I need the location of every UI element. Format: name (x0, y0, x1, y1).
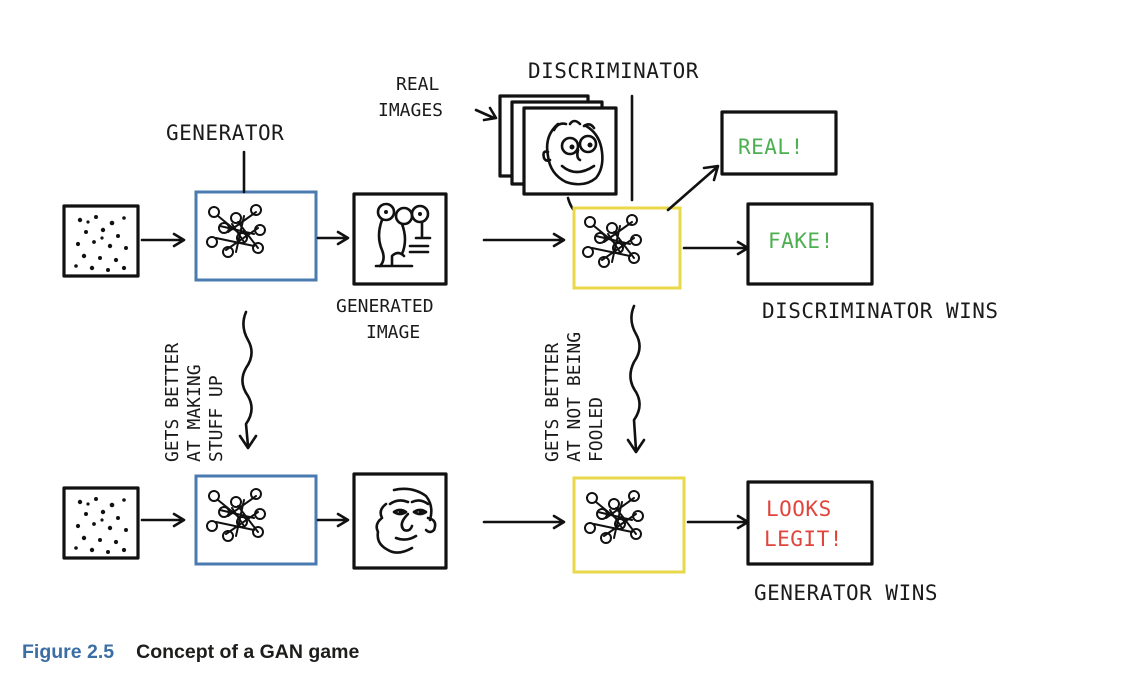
svg-text:FOOLED: FOOLED (586, 397, 607, 462)
arrow-generated-to-discriminator-top (482, 232, 566, 248)
arrow-to-real (666, 164, 720, 212)
verdict-real-text: REAL! (738, 135, 804, 159)
verdict-looks-legit-box: LOOKS LEGIT! (746, 480, 874, 566)
noise-input-top (62, 204, 140, 278)
discriminator-label: DISCRIMINATOR (528, 59, 699, 83)
figure-caption-text: Concept of a GAN game (136, 641, 360, 663)
verdict-real-box: REAL! (720, 110, 838, 176)
arrow-to-looks-legit (686, 514, 750, 530)
discriminator-improves-label: GETS BETTER AT NOT BEING FOOLED (542, 332, 607, 462)
figure-number: Figure 2.5 (22, 641, 115, 663)
arrow-generator-to-generated-top (316, 230, 350, 246)
generated-image-label-line1: GENERATED (336, 296, 434, 317)
real-images-label-line1: REAL (396, 74, 440, 95)
figure-caption: Figure 2.5 Concept of a GAN game (22, 641, 359, 664)
svg-text:GETS BETTER: GETS BETTER (162, 343, 183, 462)
real-images-label-line2: IMAGES (378, 100, 443, 121)
generated-image-box-bottom (352, 472, 448, 570)
svg-text:GETS BETTER: GETS BETTER (542, 343, 563, 462)
noise-input-bottom (62, 486, 140, 560)
verdict-looks-legit-line2: LEGIT! (764, 527, 843, 551)
generator-label: GENERATOR (166, 121, 284, 145)
arrow-to-fake (682, 240, 750, 256)
svg-text:AT MAKING: AT MAKING (184, 364, 205, 462)
arrow-noise-to-generator-bottom (140, 512, 186, 528)
discriminator-wins-label: DISCRIMINATOR WINS (762, 299, 999, 323)
arrow-generator-to-generated-bottom (316, 512, 350, 528)
arrow-generated-to-discriminator-bottom (482, 514, 566, 530)
arrow-noise-to-generator-top (140, 232, 186, 248)
generator-improves-arrow (238, 310, 258, 450)
discriminator-improves-arrow (626, 304, 646, 454)
generator-improves-label: GETS BETTER AT MAKING STUFF UP (162, 343, 227, 462)
arrow-real-images (474, 106, 498, 122)
verdict-fake-box: FAKE! (746, 202, 874, 286)
generated-image-label-line2: IMAGE (366, 322, 420, 343)
discriminator-box-bottom (572, 476, 686, 574)
real-images-stack (498, 94, 618, 196)
discriminator-box-top (572, 206, 682, 290)
verdict-looks-legit-line1: LOOKS (766, 497, 832, 521)
svg-text:AT NOT BEING: AT NOT BEING (564, 332, 585, 462)
svg-text:STUFF UP: STUFF UP (206, 375, 227, 462)
generator-wins-label: GENERATOR WINS (754, 581, 938, 605)
verdict-fake-text: FAKE! (768, 229, 834, 253)
generator-box-top (194, 190, 318, 282)
generator-box-bottom (194, 474, 318, 566)
generated-image-box (352, 192, 448, 286)
